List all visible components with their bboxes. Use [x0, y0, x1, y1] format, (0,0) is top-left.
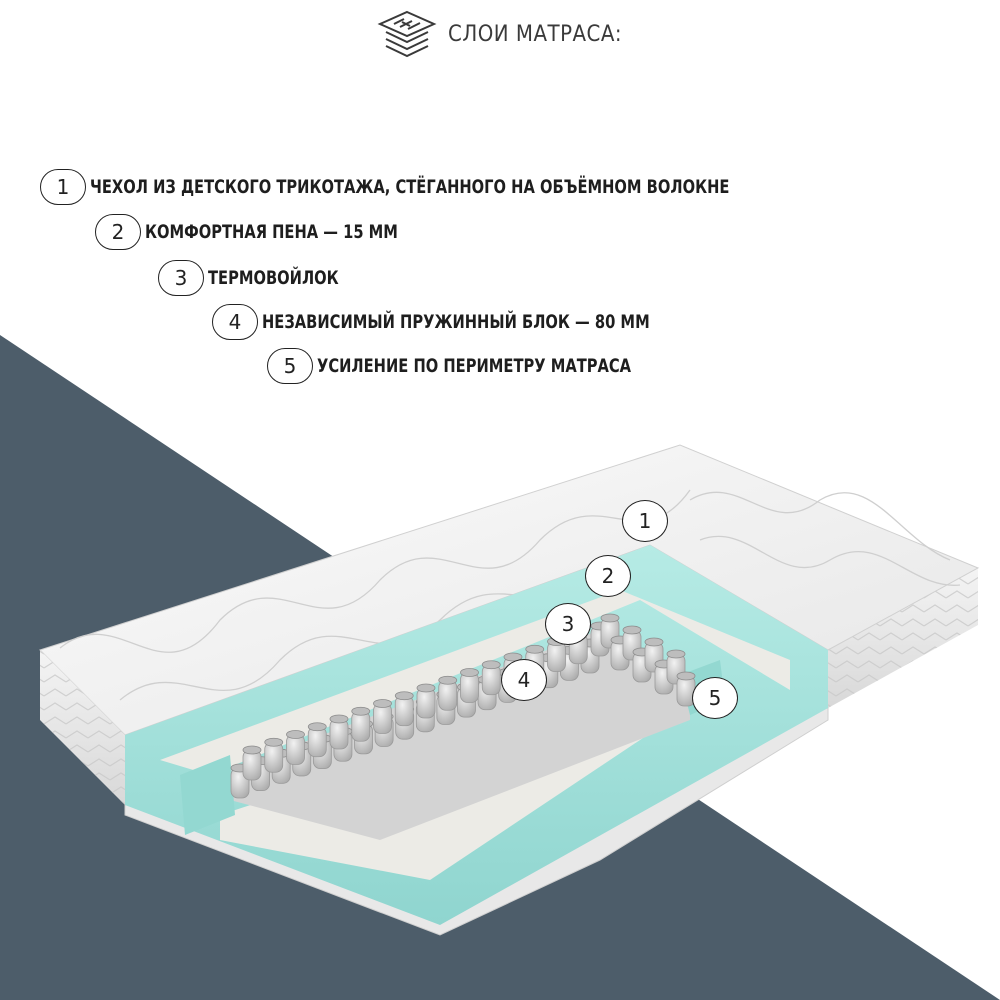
- spring-coil: [460, 668, 479, 703]
- legend-item-felt: 3 ТЕРМОВОЙЛОК: [158, 258, 360, 298]
- legend-item-cover: 1 ЧЕХОЛ ИЗ ДЕТСКОГО ТРИКОТАЖА, СТЁГАННОГ…: [40, 167, 834, 207]
- spring-coil: [416, 683, 436, 719]
- perimeter-reinforcement: [180, 755, 235, 835]
- callout-4: 4: [501, 659, 547, 701]
- callout-3: 3: [545, 603, 591, 645]
- spring-coil: [394, 691, 414, 727]
- callout-5: 5: [692, 677, 738, 719]
- mattress-front-side-pattern: [40, 650, 125, 805]
- callout-2: 2: [585, 555, 631, 597]
- spring-coil: [481, 660, 501, 696]
- page-title: СЛОИ МАТРАСА:: [448, 21, 623, 47]
- legend-item-comfort-foam: 2 КОМФОРТНАЯ ПЕНА — 15 ММ: [95, 212, 439, 252]
- spring-coil: [676, 671, 696, 707]
- spring-coil: [242, 745, 262, 781]
- legend-text: КОМФОРТНАЯ ПЕНА — 15 ММ: [145, 221, 398, 243]
- mattress-right-side-pattern: [828, 568, 978, 708]
- legend-badge: 1: [40, 169, 86, 205]
- spring-coil: [307, 722, 327, 758]
- legend-text: ТЕРМОВОЙЛОК: [208, 267, 339, 289]
- spring-coil: [373, 699, 392, 734]
- layers-icon: [377, 10, 437, 58]
- legend-text: НЕЗАВИСИМЫЙ ПРУЖИННЫЙ БЛОК — 80 ММ: [262, 311, 650, 333]
- spring-coils: [230, 613, 696, 799]
- callout-1: 1: [622, 500, 668, 542]
- spring-coil: [286, 730, 305, 765]
- spring-coil: [264, 737, 284, 773]
- spring-block-base: [230, 630, 690, 840]
- spring-coil: [329, 714, 349, 750]
- legend-text: УСИЛЕНИЕ ПО ПЕРИМЕТРУ МАТРАСА: [317, 355, 632, 377]
- spring-coil: [351, 706, 371, 742]
- legend-badge: 4: [212, 304, 258, 340]
- legend-badge: 2: [95, 214, 141, 250]
- legend-badge: 3: [158, 260, 204, 296]
- quilting-pattern: [59, 489, 961, 701]
- legend-item-perimeter: 5 УСИЛЕНИЕ ПО ПЕРИМЕТРУ МАТРАСА: [267, 346, 682, 386]
- header: СЛОИ МАТРАСА:: [376, 8, 622, 60]
- legend-badge: 5: [267, 348, 313, 384]
- legend-text: ЧЕХОЛ ИЗ ДЕТСКОГО ТРИКОТАЖА, СТЁГАННОГО …: [90, 176, 730, 198]
- legend-item-spring-block: 4 НЕЗАВИСИМЫЙ ПРУЖИННЫЙ БЛОК — 80 ММ: [212, 302, 713, 342]
- spring-coil: [438, 675, 458, 711]
